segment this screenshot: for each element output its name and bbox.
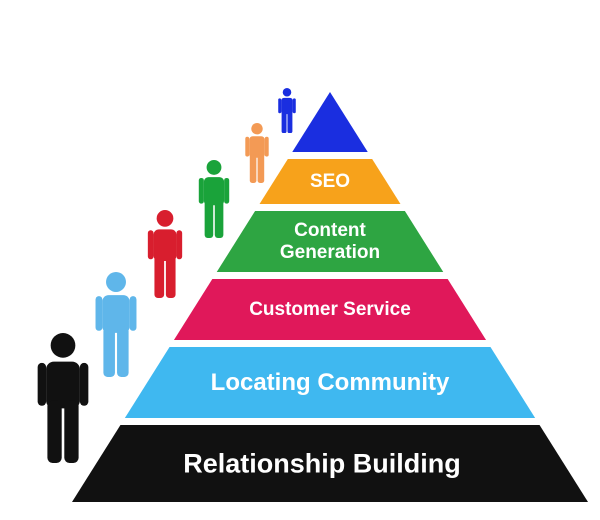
person-icon [278,88,296,133]
people-staircase [37,88,296,463]
tier-locating-community: Locating Community [124,347,536,418]
tier-band [173,279,487,340]
tier-band [259,159,401,204]
tier-label: Locating Community [211,369,450,396]
person-icon [245,123,269,183]
apex-triangle [292,92,368,152]
tier-label: Generation [280,242,380,263]
tier-band [124,347,536,418]
person-icon [95,272,137,377]
tier-relationship-building: Relationship Building [72,425,588,502]
tier-customer-service: Customer Service [173,279,487,340]
tier-label: Content [294,220,366,241]
tier-band [72,425,588,502]
tier-label: Relationship Building [183,449,461,479]
pyramid-apex [292,92,368,152]
tier-label: Customer Service [249,299,411,320]
person-icon [147,210,183,298]
tier-label: SEO [310,171,350,192]
tier-seo: SEO [259,159,401,204]
person-icon [37,333,89,463]
person-icon [198,160,230,238]
tier-band [216,211,444,272]
